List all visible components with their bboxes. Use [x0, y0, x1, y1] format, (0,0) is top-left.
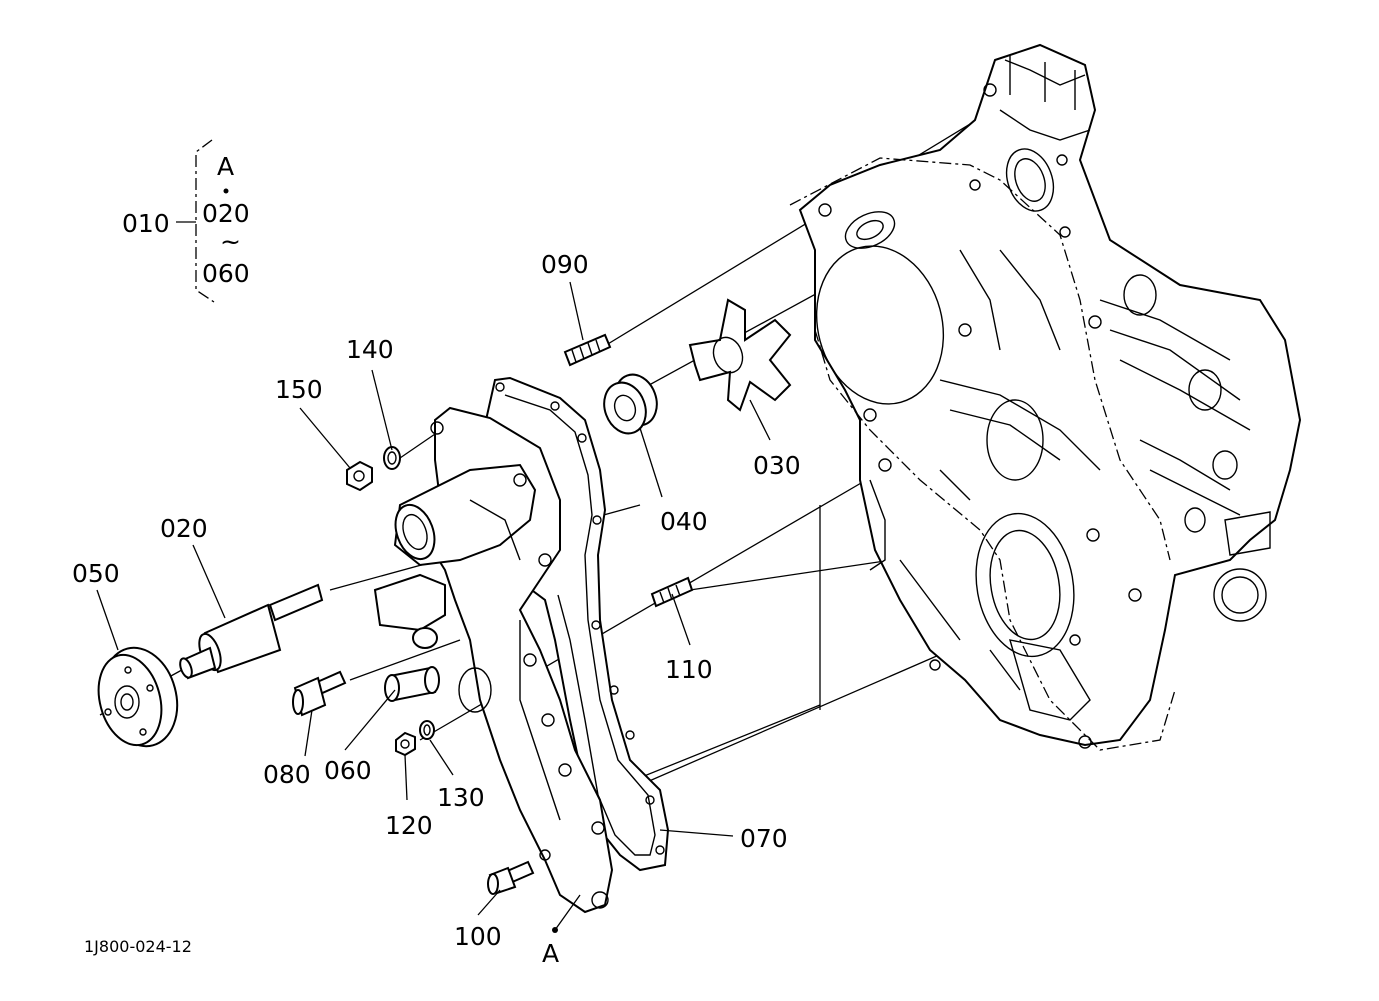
callout-010: 010 [122, 209, 170, 238]
stud-090 [563, 333, 612, 367]
callout-100: 100 [454, 922, 502, 951]
ref-point-a: A [542, 939, 559, 968]
bolt-100 [487, 860, 535, 895]
callout-080: 080 [263, 760, 311, 789]
callout-040: 040 [660, 507, 708, 536]
nut-120 [395, 731, 416, 757]
callout-120: 120 [385, 811, 433, 840]
bolt-080 [292, 670, 347, 717]
nut-150 [346, 460, 373, 492]
group-ref-a: A [217, 152, 234, 181]
callout-130: 130 [437, 783, 485, 812]
callout-060: 060 [324, 756, 372, 785]
leader-lines [96, 281, 771, 933]
pipe-060 [384, 666, 440, 702]
bearing-shaft-020 [179, 583, 324, 680]
seal-040 [603, 373, 658, 435]
flange-050 [97, 646, 179, 748]
callout-070: 070 [740, 824, 788, 853]
washer-130 [419, 720, 435, 740]
stud-110 [650, 576, 694, 608]
callout-030: 030 [753, 451, 801, 480]
callout-050: 050 [72, 559, 120, 588]
gear-case-housing [789, 43, 1302, 751]
group-tilde: ~ [220, 227, 241, 256]
callout-150: 150 [275, 375, 323, 404]
impeller-030 [688, 298, 792, 412]
washer-140 [383, 446, 401, 470]
housing-bolt-holes [818, 83, 1142, 749]
water-pump-body [373, 406, 614, 914]
callout-110: 110 [665, 655, 713, 684]
callout-140: 140 [346, 335, 394, 364]
callout-labels: 020 050 090 140 150 030 040 110 080 060 … [72, 250, 801, 968]
assembly-group-bracket: 010 A 020 ~ 060 [122, 139, 250, 303]
group-to-060: 060 [202, 259, 250, 288]
drawing-code: 1J800-024-12 [84, 937, 192, 956]
callout-020: 020 [160, 514, 208, 543]
group-from-020: 020 [202, 199, 250, 228]
callout-090: 090 [541, 250, 589, 279]
